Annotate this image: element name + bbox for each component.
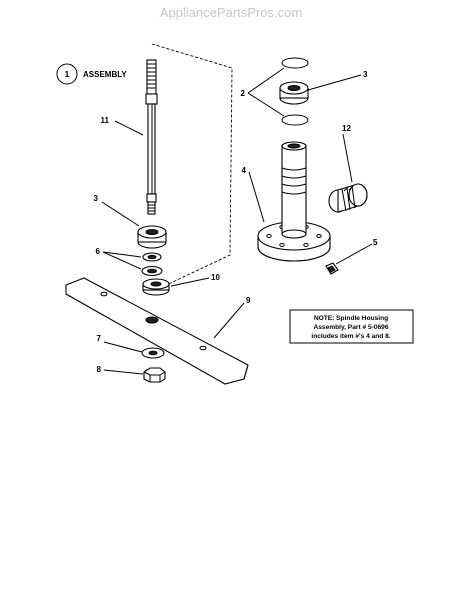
- assembly-number-circle: [56, 63, 78, 85]
- assembly-number: 1: [65, 70, 70, 79]
- right-bearing: [279, 81, 309, 105]
- note-line-1: NOTE: Spindle Housing: [314, 315, 388, 322]
- spindle-shaft: [145, 59, 158, 215]
- callout-7: 7: [97, 334, 102, 343]
- note-box: NOTE: Spindle Housing Assembly, Part # 5…: [289, 309, 414, 344]
- bearing-sleeve: [328, 183, 368, 213]
- assembly-label: 1 ASSEMBLY: [56, 63, 127, 85]
- callout-4: 4: [242, 166, 247, 175]
- callout-9: 9: [246, 296, 251, 305]
- callout-5: 5: [373, 238, 378, 247]
- note-line-3: includes item #'s 4 and 8.: [311, 333, 390, 340]
- leader-lines: [101, 67, 373, 375]
- callout-10: 10: [211, 273, 220, 282]
- grease-fitting: [325, 262, 339, 275]
- hex-nut: [143, 367, 166, 383]
- watermark: AppliancePartsPros.com: [160, 5, 302, 20]
- spacer: [142, 278, 170, 296]
- callout-6: 6: [96, 247, 101, 256]
- blade: [65, 277, 249, 385]
- assembly-guide-line: [151, 43, 233, 289]
- washers: [141, 252, 163, 277]
- callout-8: 8: [97, 365, 102, 374]
- snap-rings: [281, 57, 309, 126]
- note-line-2: Assembly, Part # 5-0696: [313, 324, 388, 331]
- lower-washer: [141, 347, 165, 359]
- assembly-label-text: ASSEMBLY: [83, 70, 127, 79]
- callout-3-right: 3: [363, 70, 368, 79]
- callout-11: 11: [101, 116, 110, 125]
- left-bearing: [137, 225, 167, 249]
- callout-3-left: 3: [94, 194, 99, 203]
- spindle-housing: [257, 141, 331, 262]
- callout-2: 2: [241, 89, 246, 98]
- callout-12: 12: [342, 124, 351, 133]
